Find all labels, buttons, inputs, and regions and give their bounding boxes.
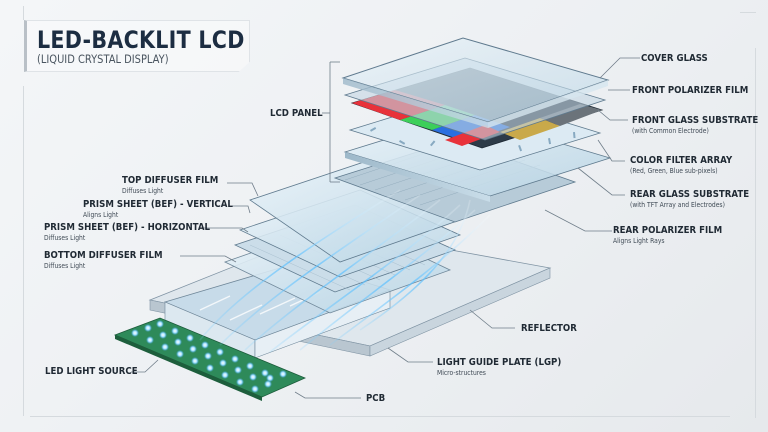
frame-line-top-left <box>23 6 24 20</box>
label-prism-sheet-vertical: PRISM SHEET (BEF) - VERTICAL Aligns Ligh… <box>83 199 233 219</box>
label-rear-glass-substrate: REAR GLASS SUBSTRATE (with TFT Array and… <box>630 189 750 209</box>
frame-line-top-right <box>740 12 756 13</box>
page-title: LED-BACKLIT LCD <box>37 26 245 54</box>
label-lcd-panel: LCD PANEL <box>270 108 323 119</box>
label-cover-glass: COVER GLASS <box>641 53 708 64</box>
leader-lines <box>131 57 640 399</box>
pcb-led-array <box>113 317 307 401</box>
frame-line-bottom <box>30 416 730 417</box>
page-subtitle: (LIQUID CRYSTAL DISPLAY) <box>37 52 169 66</box>
cover-glass <box>341 37 610 128</box>
frame-line-left <box>23 86 24 416</box>
label-front-polarizer-film: FRONT POLARIZER FILM <box>632 85 749 96</box>
label-reflector: REFLECTOR <box>521 323 577 334</box>
label-top-diffuser-film: TOP DIFFUSER FILM Diffuses Light <box>122 175 219 195</box>
label-front-glass-substrate: FRONT GLASS SUBSTRATE (with Common Elect… <box>632 115 759 135</box>
label-color-filter-array: COLOR FILTER ARRAY (Red, Green, Blue sub… <box>630 155 733 175</box>
title-box <box>24 20 250 72</box>
label-prism-sheet-horizontal: PRISM SHEET (BEF) - HORIZONTAL Diffuses … <box>44 222 211 242</box>
label-bottom-diffuser-film: BOTTOM DIFFUSER FILM Diffuses Light <box>44 250 163 270</box>
label-led-light-source: LED LIGHT SOURCE <box>45 366 138 377</box>
label-rear-polarizer-film: REAR POLARIZER FILM Aligns Light Rays <box>613 225 723 245</box>
label-light-guide-plate: LIGHT GUIDE PLATE (LGP) Micro-structures <box>437 357 562 377</box>
light-beams <box>199 189 491 353</box>
label-pcb: PCB <box>366 393 386 404</box>
frame-line-right <box>755 48 756 418</box>
